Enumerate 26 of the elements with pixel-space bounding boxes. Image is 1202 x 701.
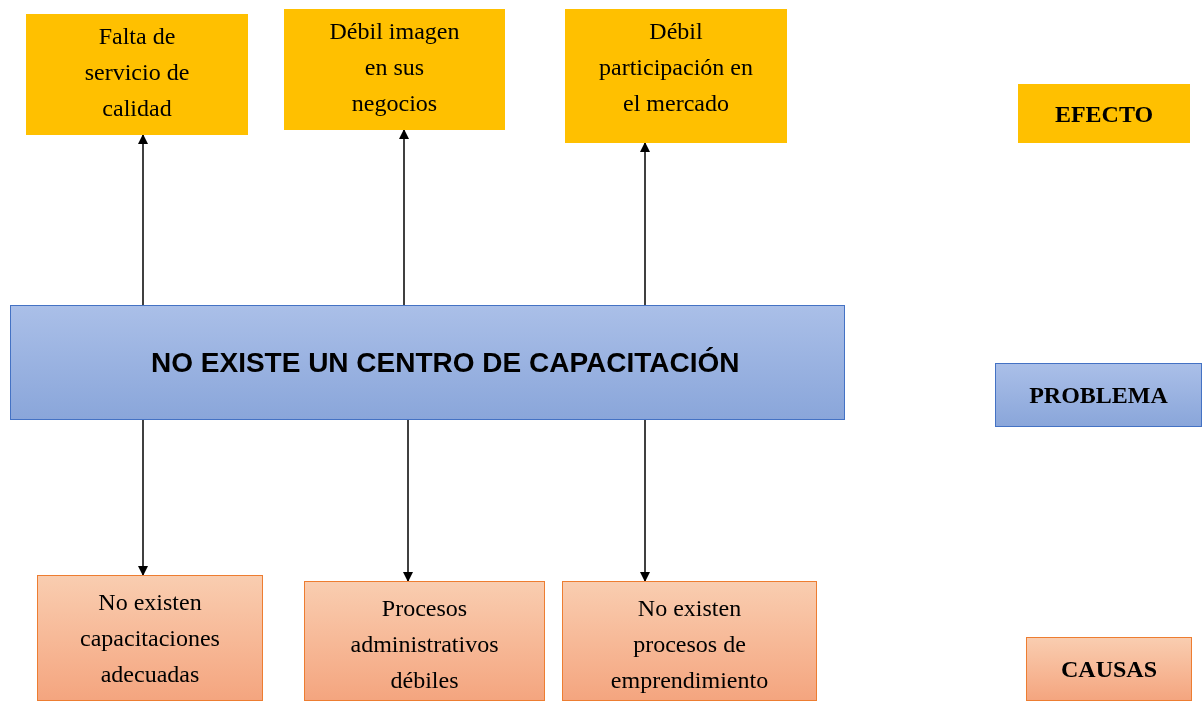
effect-box <box>284 9 505 130</box>
cause-tag <box>1026 637 1192 701</box>
effect-tag <box>1018 84 1190 143</box>
cause-box <box>562 581 817 701</box>
problem-tag <box>995 363 1202 427</box>
arrow <box>138 419 148 576</box>
arrow <box>403 419 413 582</box>
node-label: Débil participación en el mercado <box>598 17 754 118</box>
cause-box <box>37 575 263 701</box>
node-label: No existen procesos de emprendimiento <box>609 594 770 695</box>
arrow <box>399 129 409 306</box>
node-label: Falta de servicio de calidad <box>83 22 191 123</box>
arrow <box>640 142 650 306</box>
node-label: Débil imagen en sus negocios <box>328 17 461 118</box>
node-label: CAUSAS <box>1061 655 1157 684</box>
arrow <box>138 134 148 306</box>
node-label: Procesos administrativos débiles <box>349 594 500 695</box>
problem-box <box>10 305 845 420</box>
node-label: PROBLEMA <box>1029 381 1168 410</box>
cause-box <box>304 581 545 701</box>
node-label: EFECTO <box>1054 99 1154 129</box>
effect-box <box>26 14 248 135</box>
effect-box <box>565 9 787 143</box>
node-label: No existen capacitaciones adecuadas <box>79 588 221 689</box>
node-label: NO EXISTE UN CENTRO DE CAPACITACIÓN <box>151 345 740 380</box>
arrow <box>640 419 650 582</box>
